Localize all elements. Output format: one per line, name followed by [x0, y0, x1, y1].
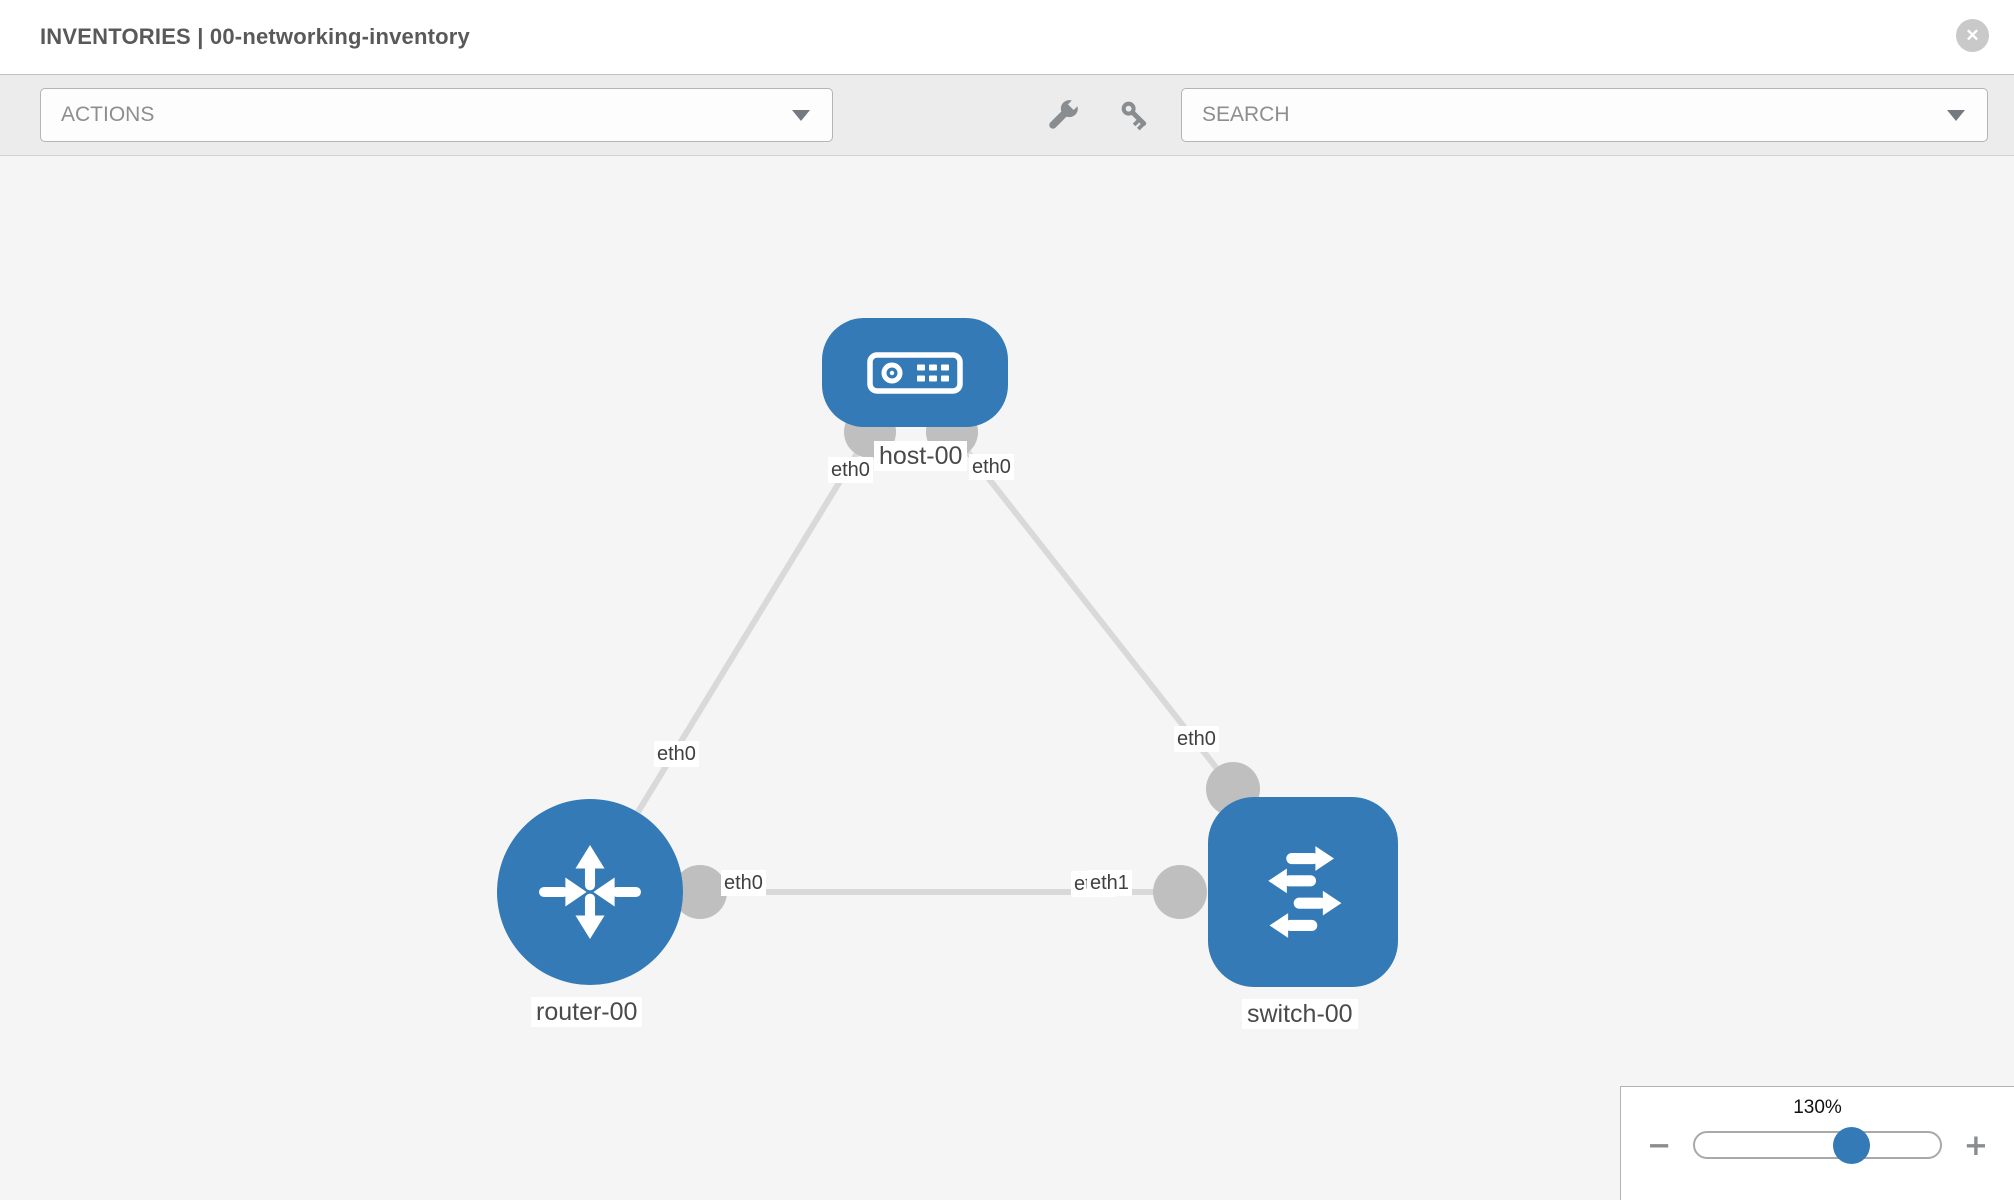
wrench-icon: [1049, 97, 1081, 129]
page-title: INVENTORIES | 00-networking-inventory: [40, 24, 470, 49]
close-icon: ✕: [1965, 25, 1980, 45]
zoom-in-button[interactable]: +: [1963, 1127, 1988, 1162]
interface-label: eth1: [1087, 870, 1132, 896]
router-icon: [539, 844, 641, 940]
interface-connector: [673, 865, 727, 919]
host-icon: [867, 351, 963, 394]
zoom-slider-handle[interactable]: [1833, 1126, 1871, 1164]
zoom-slider-row: − +: [1621, 1126, 2014, 1164]
zoom-slider-track[interactable]: [1693, 1126, 1942, 1164]
interface-label: eth0: [969, 454, 1014, 480]
search-dropdown[interactable]: SEARCH: [1181, 88, 1988, 142]
key-icon: [1121, 101, 1147, 131]
zoom-control-panel: 130% − +: [1620, 1086, 2014, 1200]
chevron-down-icon: [1947, 110, 1965, 121]
actions-dropdown[interactable]: ACTIONS: [40, 88, 833, 142]
configure-button[interactable]: [1040, 92, 1086, 138]
close-button[interactable]: ✕: [1956, 19, 1989, 52]
modal-header: INVENTORIES | 00-networking-inventory ✕: [0, 0, 2014, 74]
interface-label: eth0: [828, 457, 873, 483]
toolbar: ACTIONS: [0, 74, 2014, 156]
interface-label: eth0: [654, 741, 699, 767]
node-switch-00[interactable]: [1208, 797, 1398, 987]
actions-dropdown-label: ACTIONS: [61, 103, 155, 126]
node-label-router: router-00: [531, 997, 643, 1027]
node-router-00[interactable]: [497, 799, 683, 985]
search-dropdown-label: SEARCH: [1202, 103, 1290, 126]
interface-label: eth0: [1174, 726, 1219, 752]
topology-canvas[interactable]: host-00 router-00 switch-00 eth0 eth0 et…: [0, 156, 2014, 1200]
interface-connector: [1153, 865, 1207, 919]
interface-label: eth0: [721, 870, 766, 896]
zoom-level-value: 130%: [1793, 1097, 1842, 1118]
node-label-host: host-00: [874, 441, 968, 471]
topology-links-layer: [635, 406, 1260, 919]
zoom-out-button[interactable]: −: [1647, 1127, 1672, 1162]
chevron-down-icon: [792, 110, 810, 121]
switch-icon: [1268, 846, 1342, 938]
credentials-button[interactable]: [1112, 92, 1158, 138]
node-host-00[interactable]: [822, 318, 1008, 427]
node-label-switch: switch-00: [1242, 999, 1358, 1029]
